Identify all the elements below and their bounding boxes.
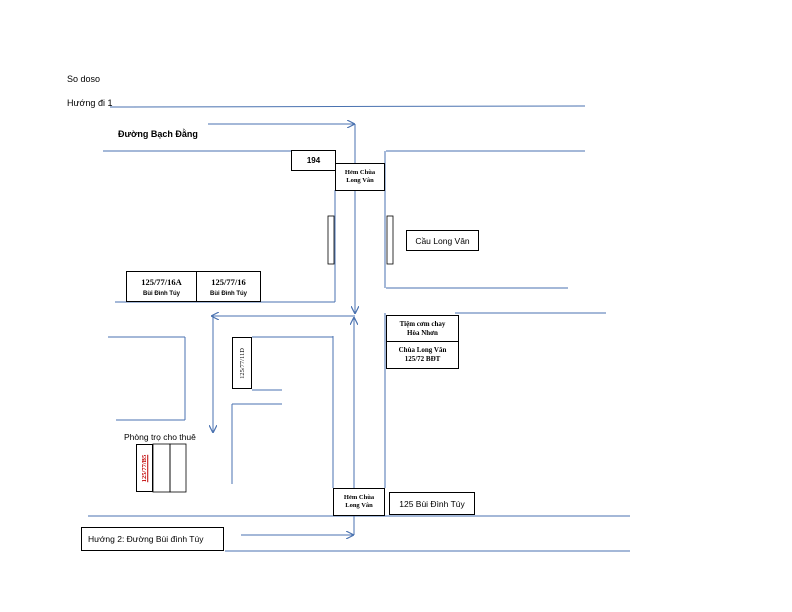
addr-125-box: 125 Bùi Đình Túy (389, 492, 475, 515)
building-outlines (152, 215, 394, 493)
addr-16-box: 125/77/16 Bùi Đình Túy (196, 271, 261, 302)
hem-chua-bottom-box: Hẻm Chùa Long Vân (333, 488, 385, 516)
addr-16a-number: 125/77/16A (141, 276, 182, 287)
hem-top-line1: Hẻm Chùa (344, 169, 376, 176)
street-bach-dang-label: Đường Bạch Đằng (118, 129, 198, 139)
restaurant-box: Tiệm cơm chay Hòa Nhơn (386, 315, 459, 342)
addr-125-label: 125 Bùi Đình Túy (399, 498, 465, 509)
addr-16a-street: Bùi Đình Túy (143, 290, 180, 297)
bridge-post-left (327, 215, 335, 265)
cau-long-van-box: Cầu Long Vân (406, 230, 479, 251)
addr-11d-box: 125/77/11D (232, 337, 252, 389)
road-lines (88, 105, 630, 552)
pagoda-line1: Chùa Long Vân (398, 346, 447, 354)
document-title: So doso (67, 74, 101, 84)
rental-address-label: 125/77/B5 (141, 454, 149, 482)
route-2-label: Hướng 2: Đường Bùi đình Túy (88, 534, 204, 544)
addr-16a-box: 125/77/16A Bùi Đình Túy (126, 271, 197, 302)
hem-bottom-line2: Long Vân (345, 502, 373, 509)
rental-building-right (169, 443, 187, 493)
hem-bottom-line1: Hẻm Chùa (343, 494, 375, 501)
hem-chua-top-box: Hẻm Chùa Long Vân (335, 163, 385, 191)
house-194-box: 194 (291, 150, 336, 171)
route-2-box: Hướng 2: Đường Bùi đình Túy (81, 527, 224, 551)
rental-building-mid (152, 443, 171, 493)
bridge-post-right (386, 215, 394, 265)
pagoda-box: Chùa Long Vân 125/72 BĐT (386, 341, 459, 369)
addr-16-street: Bùi Đình Túy (210, 290, 247, 297)
road-top-edge (109, 105, 586, 108)
rooms-for-rent-label: Phòng trọ cho thuê (124, 432, 196, 442)
restaurant-line1: Tiệm cơm chay (399, 319, 446, 328)
rental-address-box: 125/77/B5 (136, 444, 153, 492)
addr-11d-label: 125/77/11D (238, 347, 246, 379)
house-194-label: 194 (306, 156, 321, 165)
hem-top-line2: Long Vân (346, 177, 374, 184)
pagoda-line2: 125/72 BĐT (404, 355, 441, 363)
route-1-label: Hướng đi 1 (67, 98, 113, 108)
cau-long-van-label: Cầu Long Vân (415, 235, 470, 246)
addr-16-number: 125/77/16 (211, 276, 246, 287)
restaurant-line2: Hòa Nhơn (407, 328, 438, 337)
